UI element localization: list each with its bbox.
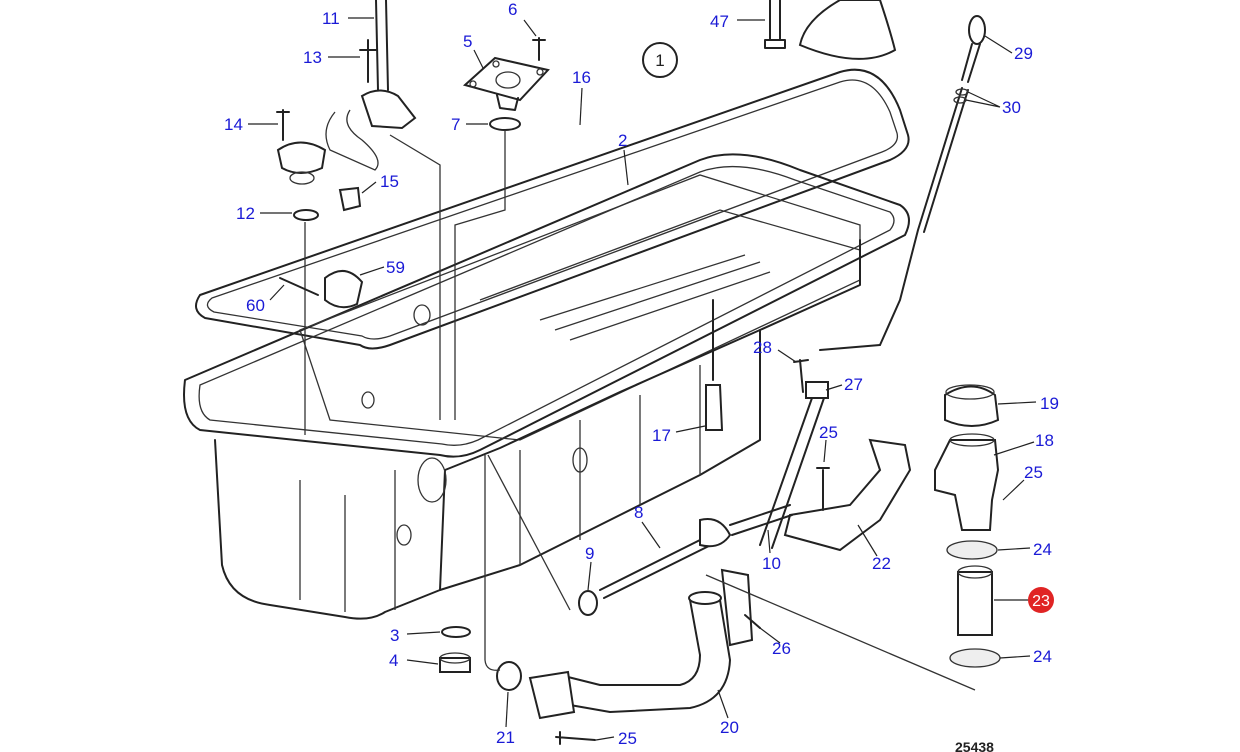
part-4-plug xyxy=(439,652,471,673)
callout-2: 2 xyxy=(618,131,627,150)
callout-5: 5 xyxy=(463,32,472,51)
oil-pan-illustration xyxy=(183,0,1001,745)
callout-24-lower: 24 xyxy=(1033,647,1052,666)
callout-29: 29 xyxy=(1014,44,1033,63)
callout-13: 13 xyxy=(303,48,322,67)
callout-25-right: 25 xyxy=(1024,463,1043,482)
part-29-dipstick xyxy=(879,15,986,346)
callout-47: 47 xyxy=(710,12,729,31)
group-marker-circle xyxy=(642,42,678,78)
part-11-rod xyxy=(325,0,441,420)
callout-26: 26 xyxy=(772,639,791,658)
callout-18: 18 xyxy=(1035,431,1054,450)
part-24-clamp-top xyxy=(946,540,998,560)
callout-3: 3 xyxy=(390,626,399,645)
callout-7: 7 xyxy=(451,115,460,134)
callout-28: 28 xyxy=(753,338,772,357)
highlight-disc xyxy=(1028,587,1054,613)
group-marker-label: 1 xyxy=(655,51,664,70)
callout-14: 14 xyxy=(224,115,243,134)
callout-labels: 11 6 47 13 5 16 29 30 14 7 2 15 12 59 60… xyxy=(224,0,1059,748)
callout-21: 21 xyxy=(496,728,515,747)
callout-12: 12 xyxy=(236,204,255,223)
part-27-guide xyxy=(759,344,881,549)
part-24-clamp-bottom xyxy=(949,648,1001,668)
part-59-plate xyxy=(279,270,364,309)
part-22-bracket xyxy=(783,438,912,552)
part-16-gasket xyxy=(195,68,910,350)
part-3-washer xyxy=(441,626,471,638)
callout-59: 59 xyxy=(386,258,405,277)
callout-24-upper: 24 xyxy=(1033,540,1052,559)
callout-22: 22 xyxy=(872,554,891,573)
callout-23-highlighted: 23 xyxy=(1028,587,1054,613)
part-8-tube xyxy=(487,454,793,616)
part-21-o-ring xyxy=(484,455,522,691)
callout-27: 27 xyxy=(844,375,863,394)
callout-4: 4 xyxy=(389,651,398,670)
part-2-oil-pan xyxy=(183,153,910,620)
callout-30: 30 xyxy=(1002,98,1021,117)
part-19-cap xyxy=(944,384,1000,427)
part-25-bolt-lower xyxy=(555,731,596,745)
callout-25-upper: 25 xyxy=(819,423,838,442)
callout-60: 60 xyxy=(246,296,265,315)
callout-17: 17 xyxy=(652,426,671,445)
group-marker-1: 1 xyxy=(642,42,678,78)
callout-16: 16 xyxy=(572,68,591,87)
callout-11: 11 xyxy=(322,9,340,28)
callout-25-lower: 25 xyxy=(618,729,637,748)
callout-15: 15 xyxy=(380,172,399,191)
callout-8: 8 xyxy=(634,503,643,522)
part-20-pipe xyxy=(528,568,976,720)
callout-6: 6 xyxy=(508,0,517,19)
callout-19: 19 xyxy=(1040,394,1059,413)
callout-20: 20 xyxy=(720,718,739,737)
callout-23-label: 23 xyxy=(1032,593,1050,610)
callout-9: 9 xyxy=(585,544,594,563)
part-14-sensor xyxy=(276,109,362,435)
callout-10: 10 xyxy=(762,554,781,573)
part-17-sensor xyxy=(705,299,724,431)
part-5-cover xyxy=(454,37,550,420)
part-18-housing xyxy=(934,433,1000,531)
diagram-number: 25438 xyxy=(955,739,994,752)
part-26-bolt xyxy=(744,614,761,629)
leader-lines xyxy=(248,17,1037,741)
part-23-filter xyxy=(957,565,993,636)
part-47-breather xyxy=(764,0,897,60)
